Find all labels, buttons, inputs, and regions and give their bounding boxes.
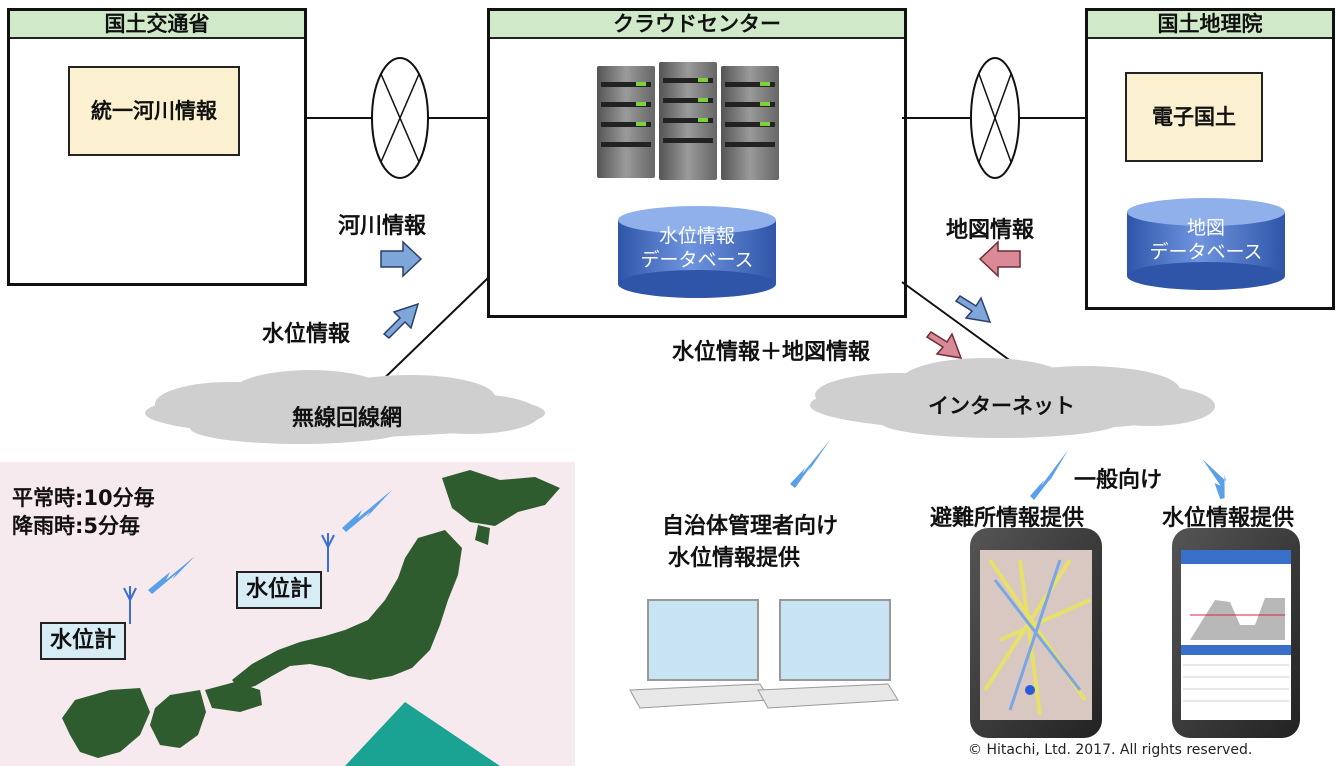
map-info-label: 地図情報 [946, 218, 1035, 243]
water-level-db-line2: データベース [640, 249, 754, 271]
rain-interval-label: 降雨時:5分毎 [12, 514, 141, 538]
shelter-info-label: 避難所情報提供 [930, 506, 1085, 531]
cloud-center-title: クラウドセンター [490, 11, 904, 39]
river-db-label: 河川情報 データベース [87, 178, 239, 226]
japan-map-icon [62, 470, 560, 758]
mlit-title: 国土交通省 [10, 11, 304, 39]
water-level-db-line1: 水位情報 [658, 225, 735, 247]
water-level-db-label: 水位情報 データベース [618, 224, 776, 272]
combined-info-label: 水位情報＋地図情報 [672, 340, 871, 365]
river-db-line1: 河川情報 [124, 179, 201, 201]
gsi-box: 国土地理院 [1085, 8, 1335, 310]
cloud-center-box: クラウドセンター [487, 8, 907, 318]
unified-river-info-label: 統一河川情報 [91, 99, 217, 123]
unified-river-info-box: 統一河川情報 [68, 66, 240, 156]
shelter-phone-icon [970, 528, 1102, 738]
map-db-line2: データベース [1149, 241, 1263, 263]
water-gauge-a: 水位計 [40, 622, 127, 660]
copyright-text: © Hitachi, Ltd. 2017. All rights reserve… [968, 742, 1253, 758]
water-level-up-arrow-icon [382, 302, 420, 340]
internet-label: インターネット [928, 394, 1075, 418]
municipal-line1: 自治体管理者向け [662, 514, 839, 539]
antenna-a-icon [123, 586, 137, 624]
river-info-label: 河川情報 [338, 214, 427, 239]
river-db-line2: データベース [106, 203, 220, 225]
water-level-phone-icon [1172, 528, 1300, 738]
decorative-teal-triangle [345, 702, 500, 766]
down-pink-arrow-icon [925, 331, 963, 359]
river-info-arrow-icon [380, 240, 423, 278]
water-level-database-icon [618, 206, 776, 298]
internet-cloud-icon [810, 358, 1215, 438]
map-info-arrow-icon [978, 240, 1021, 278]
gsi-title: 国土地理院 [1088, 11, 1332, 39]
map-database-icon [1127, 198, 1285, 290]
water-level-info-label: 水位情報 [262, 322, 351, 347]
router-left-icon [371, 57, 429, 179]
wireless-network-label: 無線回線網 [292, 406, 403, 431]
water-level-provision-label: 水位情報提供 [1162, 506, 1295, 531]
water-gauge-b: 水位計 [236, 571, 323, 609]
wireless-cloud-icon [145, 370, 545, 444]
map-db-label: 地図 データベース [1127, 216, 1285, 264]
router-right-icon [970, 57, 1020, 179]
laptop-2-icon [757, 599, 899, 709]
down-blue-arrow-icon [954, 295, 992, 323]
lightning-icons [148, 440, 1227, 594]
laptop-1-icon [629, 599, 771, 709]
antenna-b-icon [321, 533, 335, 572]
map-db-line1: 地図 [1186, 217, 1225, 239]
link-cloud-wireless [369, 277, 489, 393]
server-icon [597, 62, 779, 180]
e-kokudo-box: 電子国土 [1125, 72, 1263, 162]
normal-interval-label: 平常時:10分毎 [12, 486, 155, 510]
e-kokudo-label: 電子国土 [1152, 105, 1236, 129]
general-public-label: 一般向け [1074, 468, 1163, 493]
municipal-line2: 水位情報提供 [668, 546, 801, 571]
